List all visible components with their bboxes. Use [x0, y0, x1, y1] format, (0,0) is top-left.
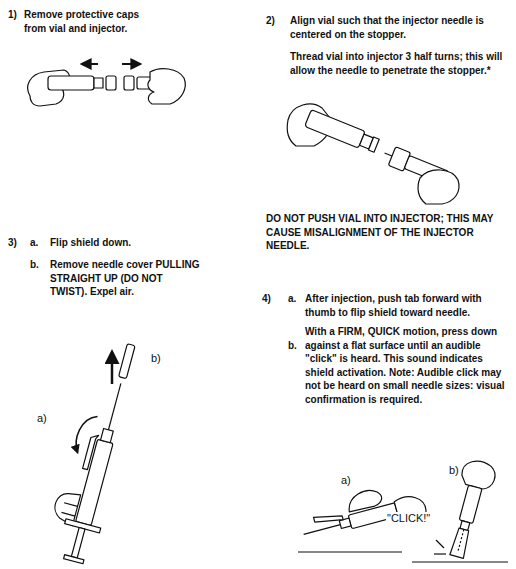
syringe-barrel — [76, 439, 113, 525]
instruction-text: Thread vial into injector 3 half turns; … — [290, 50, 505, 77]
figure-label: a) — [340, 474, 352, 488]
injector-needle — [385, 153, 392, 156]
flip-arrow — [73, 413, 97, 455]
vial-cap — [106, 76, 116, 90]
instruction-text: Remove protective caps from vial and inj… — [24, 8, 146, 35]
substep-letter: a. — [288, 292, 296, 306]
needle — [304, 525, 341, 535]
instruction-text: Remove needle cover PULLING STRAIGHT UP … — [50, 258, 202, 299]
instruction-text: Align vial such that the injector needle… — [290, 14, 505, 41]
sound-label: "CLICK!" — [386, 512, 431, 526]
figure-label: b) — [448, 464, 460, 478]
step-number: 3) — [8, 236, 17, 250]
step1-figure — [28, 64, 186, 106]
step4b-figure — [412, 458, 508, 562]
pull-up-arrow — [111, 352, 114, 384]
pull-arrow — [82, 63, 98, 65]
instruction-text: After injection, push tab forward with t… — [305, 292, 510, 319]
injector-cap — [124, 76, 134, 90]
step-number: 4) — [262, 292, 271, 306]
safety-shield — [83, 434, 99, 471]
vial-neck — [94, 78, 103, 88]
right-hand — [148, 69, 185, 104]
needle — [458, 529, 464, 552]
warning-text: DO NOT PUSH VIAL INTO INJECTOR; THIS MAY… — [266, 212, 504, 253]
step-number: 2) — [266, 14, 275, 28]
figure-label: a) — [36, 412, 48, 426]
substep-letter: b. — [288, 339, 297, 353]
click-mark — [436, 540, 444, 548]
thumb — [345, 487, 383, 512]
plunger-thumb — [64, 555, 84, 564]
hand — [459, 458, 498, 492]
safety-shield — [314, 510, 344, 527]
needle-hub — [101, 428, 114, 442]
instruction-text: With a FIRM, QUICK motion, press down ag… — [305, 325, 510, 406]
right-hand — [418, 170, 459, 204]
step-number: 1) — [8, 8, 17, 22]
step3-figure — [42, 336, 148, 565]
substep-letter: a. — [30, 236, 38, 250]
instruction-text: Flip shield down. — [50, 236, 200, 250]
plunger-rod — [71, 528, 85, 559]
vial-body — [305, 110, 366, 148]
pull-arrow — [122, 63, 140, 65]
vial-body — [48, 76, 94, 90]
flat-surface — [298, 551, 402, 552]
step2-figure — [287, 104, 459, 204]
needle — [108, 383, 120, 429]
syringe-barrel — [459, 485, 482, 523]
substep-letter: b. — [30, 258, 39, 272]
click-mark — [434, 553, 446, 554]
figure-label: b) — [150, 352, 162, 366]
vial-stopper — [368, 137, 379, 152]
flat-surface — [412, 561, 508, 562]
needle-cover — [119, 344, 136, 379]
safety-shield — [450, 528, 471, 559]
